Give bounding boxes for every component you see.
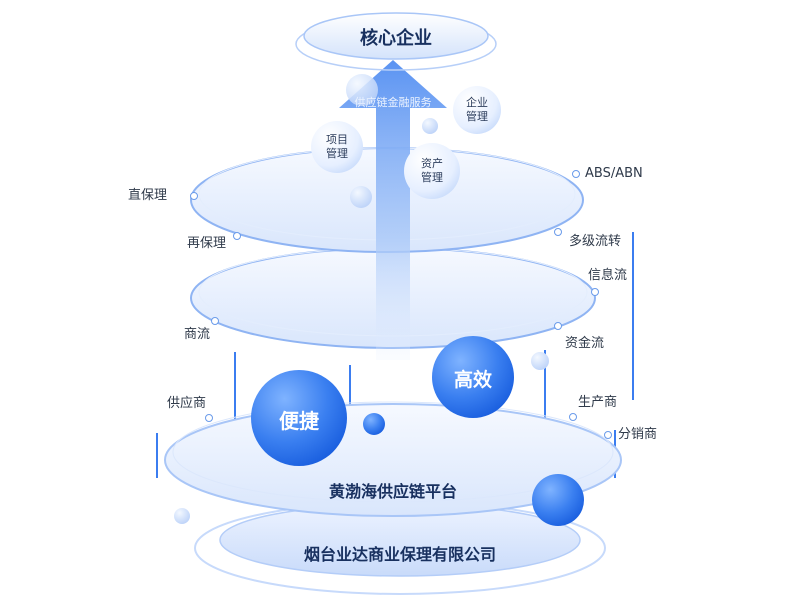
base-title: 烟台业达商业保理有限公司 xyxy=(303,545,496,564)
efficient-bubble xyxy=(432,336,514,418)
dot-producer xyxy=(569,413,577,421)
asset-mgmt-bubble xyxy=(404,143,460,199)
dot-refactoring xyxy=(233,232,241,240)
label-direct-factoring: 直保理 xyxy=(128,188,168,203)
label-business-flow: 商流 xyxy=(184,327,211,342)
label-abs-abn: ABS/ABN xyxy=(585,166,643,181)
dot-fund-flow xyxy=(554,322,562,330)
label-multi-level: 多级流转 xyxy=(569,234,622,249)
top-disc xyxy=(295,12,497,71)
dot-supplier xyxy=(205,414,213,422)
dot-multi-level xyxy=(554,228,562,236)
service-arrow xyxy=(339,60,447,360)
enterprise-mgmt-label: 企业 管理 xyxy=(466,96,488,123)
dot-distributor xyxy=(604,431,612,439)
core-enterprise-title: 核心企业 xyxy=(360,28,432,49)
label-distributor: 分销商 xyxy=(618,427,658,442)
enterprise-mgmt-bubble xyxy=(453,86,501,134)
dot-abs xyxy=(572,170,580,178)
dot-info-flow xyxy=(591,288,599,296)
dot-direct-factoring xyxy=(190,192,198,200)
label-producer: 生产商 xyxy=(578,395,618,410)
accent-lines xyxy=(156,232,634,478)
project-mgmt-bubble xyxy=(311,121,363,173)
efficient-label: 高效 xyxy=(453,369,492,391)
project-mgmt-label: 项目 管理 xyxy=(326,133,348,160)
arrow-label: 供应链金融服务 xyxy=(354,96,432,109)
small-blue-ball xyxy=(363,413,385,435)
label-fund-flow: 资金流 xyxy=(565,336,605,351)
decor-bubbles xyxy=(174,74,549,524)
asset-mgmt-label: 资产 管理 xyxy=(421,157,443,184)
convenient-label: 便捷 xyxy=(279,409,319,433)
label-refactoring: 再保理 xyxy=(187,236,227,251)
label-supplier: 供应商 xyxy=(167,396,207,411)
dot-business-flow xyxy=(211,317,219,325)
blue-ball-right xyxy=(532,474,584,526)
convenient-bubble xyxy=(251,370,347,466)
platform-title: 黄渤海供应链平台 xyxy=(328,482,457,501)
label-info-flow: 信息流 xyxy=(588,268,628,283)
